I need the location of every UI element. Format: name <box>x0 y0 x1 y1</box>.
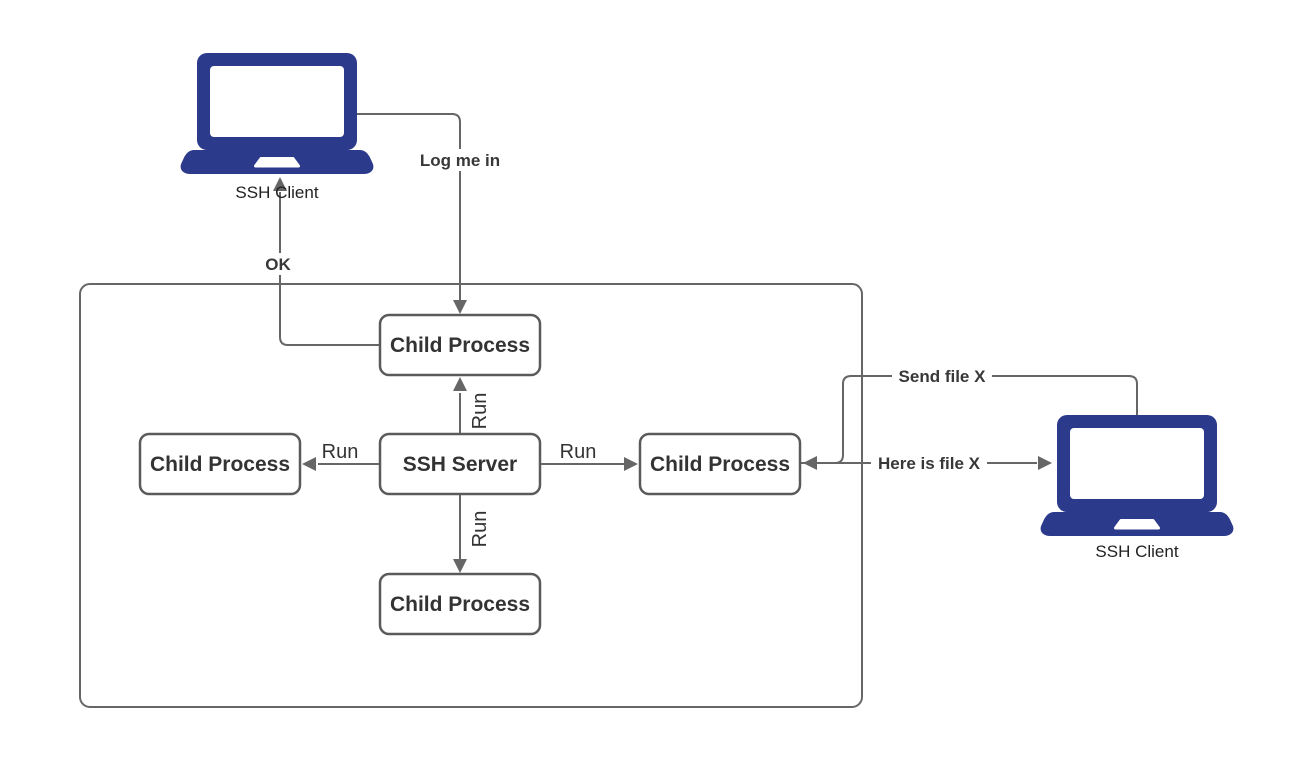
arrowhead-right-icon <box>1038 456 1052 470</box>
node-ssh-server: SSH Server <box>378 432 542 496</box>
edge-label-run-up: Run <box>469 393 491 430</box>
node-child-process-left: Child Process <box>138 432 302 496</box>
arrowhead-left-icon <box>302 457 316 471</box>
node-box <box>138 432 302 496</box>
node-child-process-right: Child Process <box>638 432 802 496</box>
node-label: SSH Client <box>1095 542 1178 561</box>
edge-ok <box>273 177 380 346</box>
node-box <box>378 572 542 636</box>
edge-run-up <box>453 377 467 434</box>
edge-log-me-in-line <box>357 113 461 301</box>
label-bg <box>413 149 507 171</box>
node-box <box>378 432 542 496</box>
label-bg <box>261 253 295 275</box>
node-child-process-bottom: Child Process <box>378 572 542 636</box>
node-label: Child Process <box>390 593 530 616</box>
node-label: SSH Server <box>403 453 517 476</box>
edge-label-run-left: Run <box>322 441 359 463</box>
node-label: Child Process <box>650 453 790 476</box>
node-ssh-client-top: SSH Client <box>179 51 375 202</box>
edge-send-file-x-line <box>819 375 1138 464</box>
node-box <box>378 313 542 377</box>
node-child-process-top: Child Process <box>378 313 542 377</box>
arrowhead-down-icon <box>453 300 467 314</box>
server-boundary-box <box>79 283 863 708</box>
edge-label-run-down: Run <box>469 511 491 548</box>
label-bg <box>892 365 992 387</box>
edge-run-right <box>540 457 638 471</box>
edge-ok-line <box>279 192 380 346</box>
arrowhead-up-icon <box>453 377 467 391</box>
node-label: SSH Client <box>235 183 318 202</box>
edge-run-down <box>453 494 467 573</box>
arrowhead-up-icon <box>273 177 287 191</box>
node-label: Child Process <box>390 334 530 357</box>
edge-label-send-file-x: Send file X <box>899 367 987 386</box>
node-label: Child Process <box>150 453 290 476</box>
laptop-icon <box>179 51 375 176</box>
node-box <box>638 432 802 496</box>
edge-label-run-right: Run <box>560 441 597 463</box>
arrowhead-right-icon <box>624 457 638 471</box>
edge-log-me-in <box>357 113 467 314</box>
label-bg <box>871 452 987 474</box>
laptop-icon <box>1039 413 1235 538</box>
edge-label-here-is-file-x: Here is file X <box>878 454 981 473</box>
edge-label-ok: OK <box>265 255 291 274</box>
node-ssh-client-right: SSH Client <box>1039 413 1235 561</box>
edge-label-log-me-in: Log me in <box>420 151 500 170</box>
edge-run-left <box>302 457 380 471</box>
arrowhead-down-icon <box>453 559 467 573</box>
